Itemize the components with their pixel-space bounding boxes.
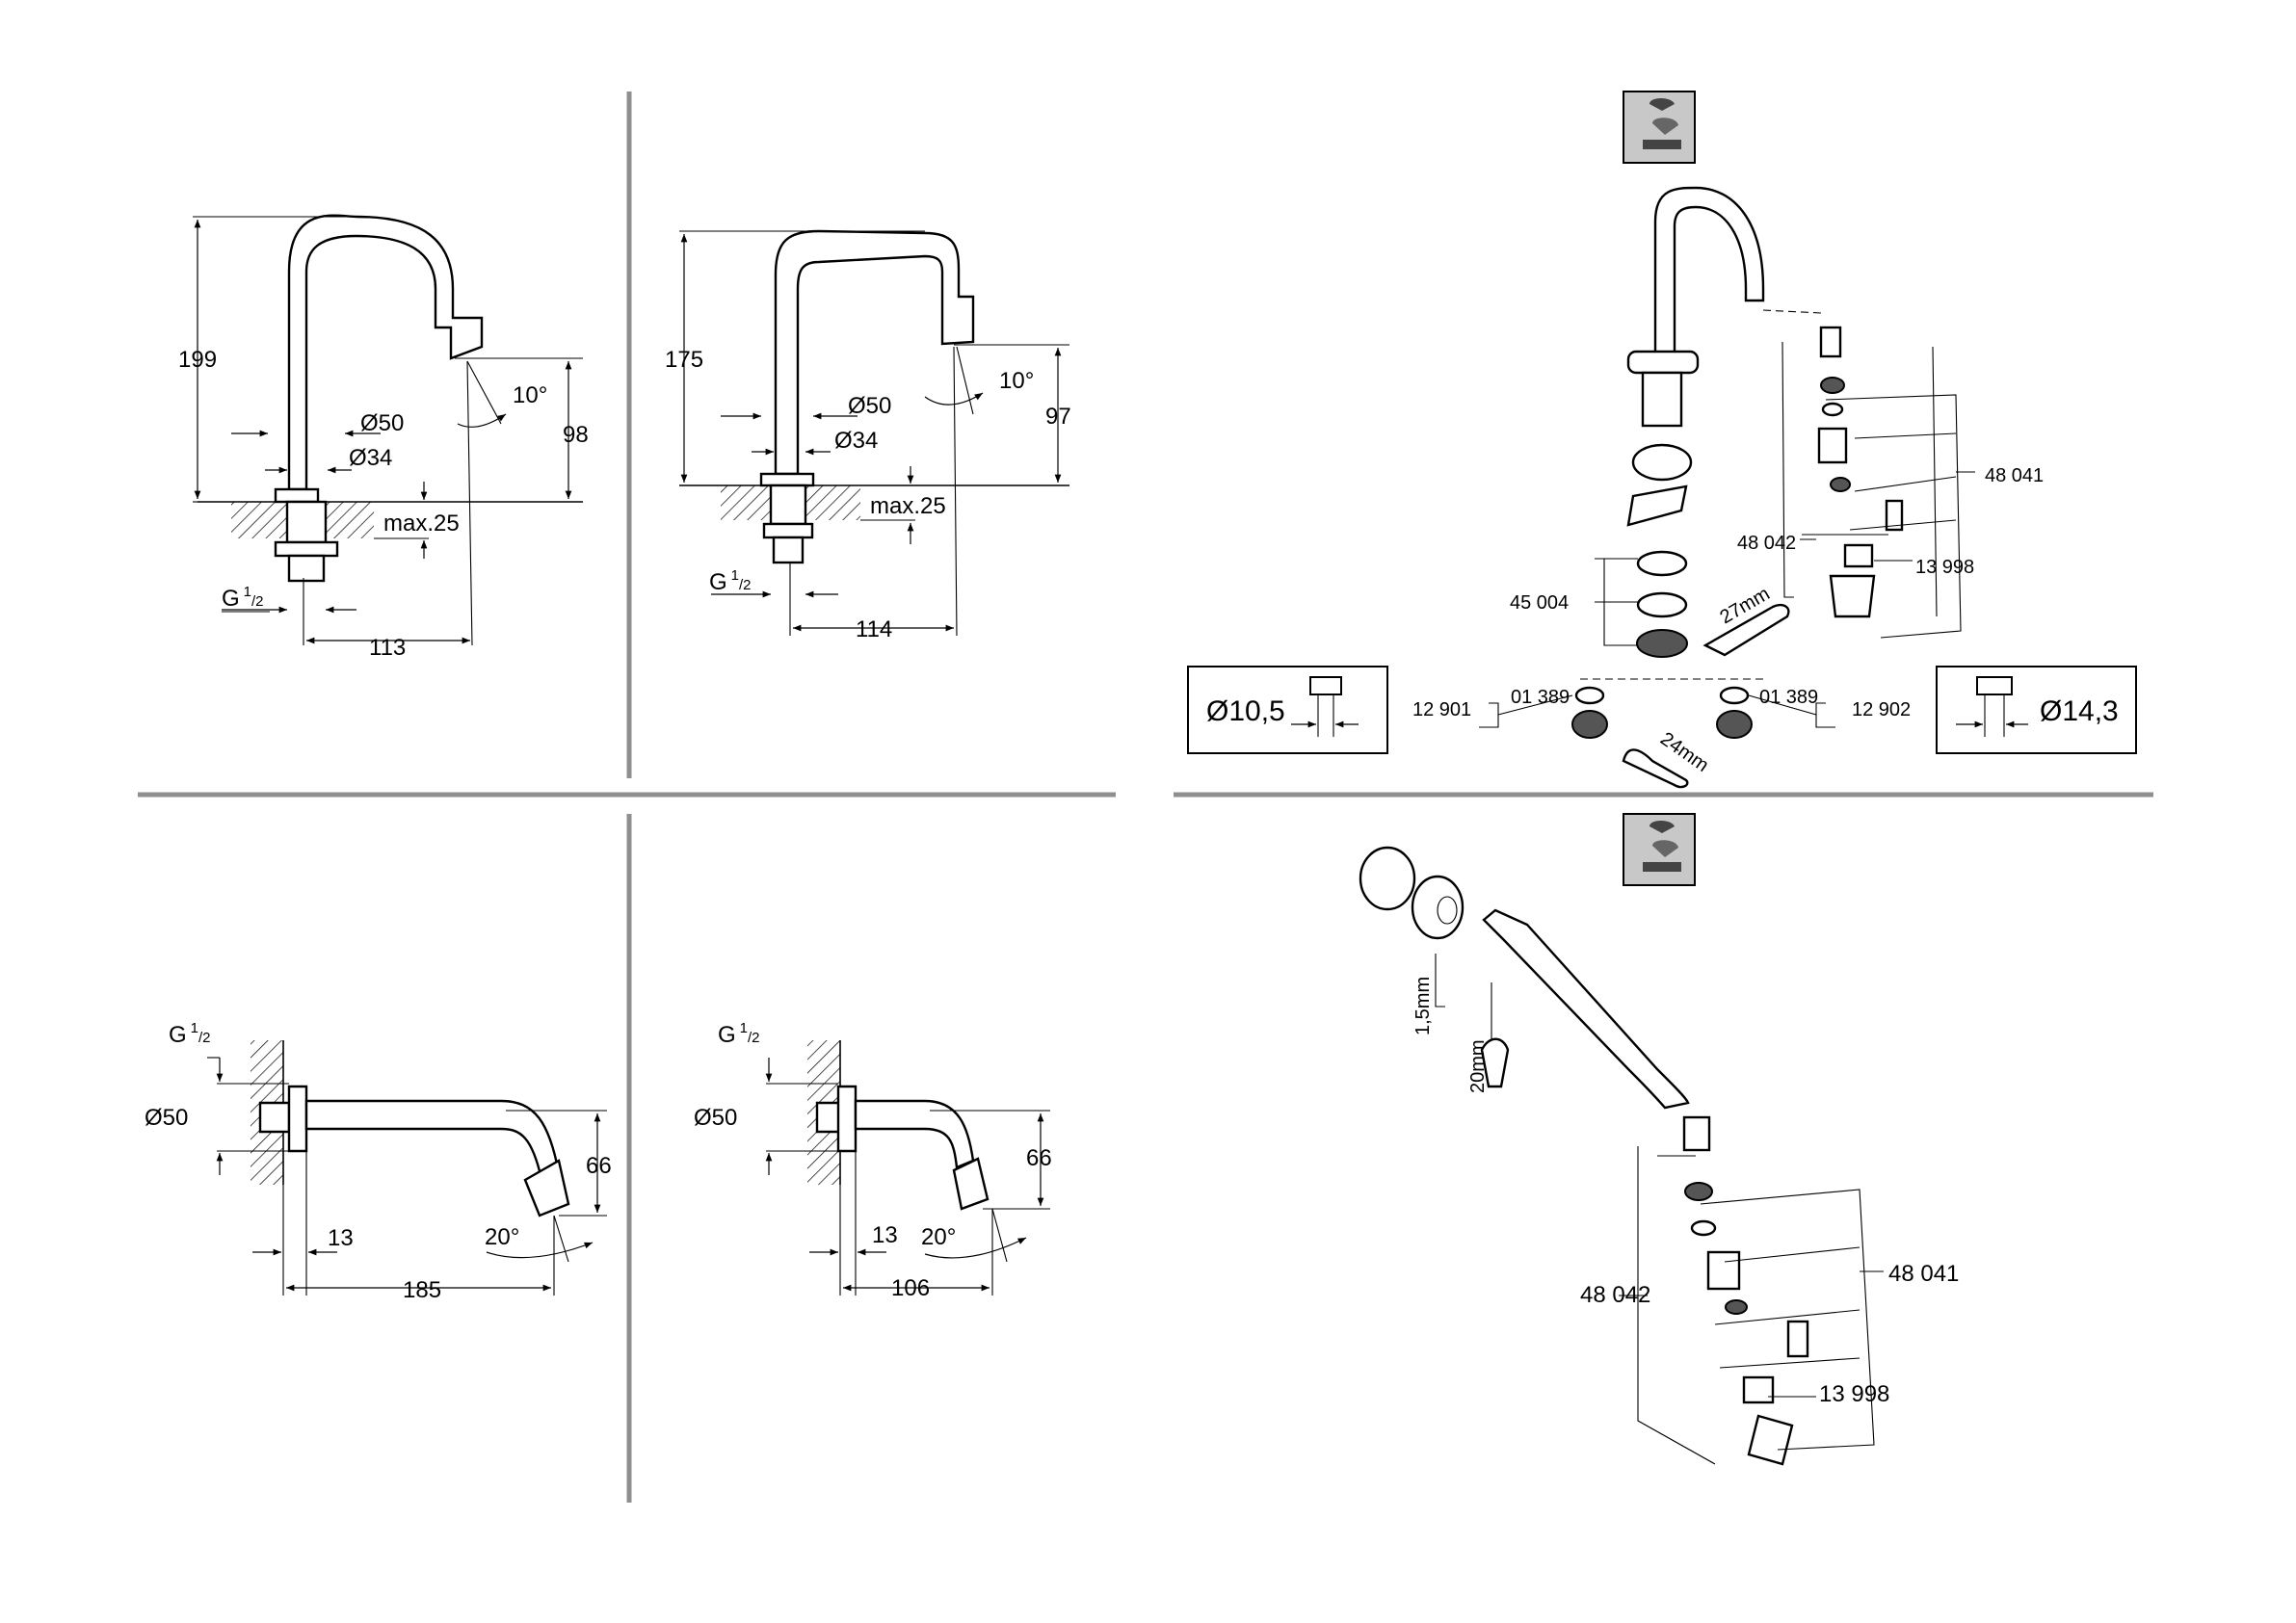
dim-angle: 10°	[513, 382, 547, 408]
panel-spare-parts-wall: 48 041 48 042 13 998 1,5mm 20mm	[1360, 814, 1959, 1464]
label-hole-small: Ø10,5	[1206, 695, 1285, 727]
thread-stub	[774, 537, 803, 563]
dim-d34: Ø34	[834, 428, 878, 454]
cartridge-top	[1684, 1117, 1709, 1150]
aerator	[525, 1161, 568, 1216]
label-01389-left: 01 389	[1511, 687, 1570, 708]
dim-height: 66	[586, 1153, 612, 1179]
fix-nut	[1637, 630, 1687, 657]
label-48041: 48 041	[1985, 465, 2044, 486]
washer	[1638, 552, 1686, 575]
dim-wall: 13	[872, 1222, 898, 1248]
label-13998: 13 998	[1915, 557, 1974, 578]
faucet-service-icon	[1623, 92, 1695, 163]
flange	[276, 489, 318, 502]
fix-nut	[764, 524, 812, 537]
o-ring	[1633, 445, 1691, 480]
label-hole-large: Ø14,3	[2040, 695, 2119, 727]
dim-angle: 10°	[999, 368, 1034, 394]
wall-thread	[260, 1103, 289, 1132]
dim-angle: 20°	[485, 1224, 519, 1250]
dim-reach: 185	[403, 1277, 441, 1303]
dim-max: max.25	[383, 510, 460, 537]
fix-nut	[276, 542, 337, 556]
flange	[761, 474, 813, 485]
panel-spare-parts-deck: 48 041 48 042 13 998 45 004 12 901 12 90…	[1188, 92, 2136, 787]
nut-right	[1717, 711, 1752, 738]
washer-2	[1638, 593, 1686, 616]
seal	[1821, 378, 1844, 393]
label-12901: 12 901	[1412, 699, 1471, 720]
spout-body	[1655, 188, 1763, 358]
insert	[1845, 545, 1872, 566]
label-48042: 48 042	[1580, 1282, 1650, 1308]
label-wrench-20: 20mm	[1467, 1039, 1489, 1093]
label-48042: 48 042	[1737, 533, 1796, 554]
cartridge	[1819, 429, 1846, 462]
dim-d50: Ø50	[360, 410, 404, 436]
dim-max: max.25	[870, 493, 946, 519]
thread-stub	[289, 556, 324, 581]
label-01389-right: 01 389	[1759, 687, 1818, 708]
wall-rosette	[838, 1086, 856, 1151]
dim-reach: 114	[856, 616, 892, 642]
dim-spout-height: 98	[563, 422, 589, 448]
dim-d50: Ø50	[848, 393, 891, 419]
dim-angle: 20°	[921, 1224, 956, 1250]
flange	[1628, 352, 1698, 373]
dim-spout-height: 97	[1045, 404, 1071, 430]
seal-2	[1831, 478, 1850, 491]
label-13998: 13 998	[1819, 1381, 1889, 1407]
faucet-service-icon	[1623, 814, 1695, 885]
o-ring-small	[1823, 404, 1842, 415]
label-48041: 48 041	[1888, 1261, 1959, 1287]
shank-nut	[287, 502, 326, 542]
dim-height: 66	[1026, 1145, 1052, 1171]
shank-nut	[771, 485, 805, 524]
dim-wall: 13	[328, 1225, 354, 1251]
o-ring-small	[1692, 1221, 1715, 1235]
spout-body	[306, 1101, 559, 1179]
dim-height: 175	[665, 347, 703, 373]
washer-right	[1721, 688, 1748, 703]
cartridge-top	[1821, 327, 1840, 356]
seal	[1685, 1183, 1712, 1200]
handle	[1831, 576, 1874, 616]
insert	[1744, 1377, 1773, 1402]
threaded-shank	[1643, 373, 1681, 426]
dim-reach: 113	[369, 635, 406, 661]
wall-rosette	[289, 1086, 306, 1151]
o-ring	[1360, 848, 1414, 909]
nut-left	[1572, 711, 1607, 738]
dim-d50: Ø50	[145, 1105, 188, 1131]
label-12902: 12 902	[1852, 699, 1911, 720]
washer-left	[1576, 688, 1603, 703]
anti-rotation-plate	[1628, 486, 1686, 525]
dim-d34: Ø34	[349, 445, 392, 471]
label-45004: 45 004	[1510, 592, 1569, 614]
label-key: 1,5mm	[1412, 977, 1434, 1035]
dim-d50: Ø50	[694, 1105, 737, 1131]
handle	[1749, 1416, 1792, 1464]
dim-reach: 106	[891, 1275, 930, 1301]
dim-height: 199	[178, 347, 217, 373]
cartridge	[1708, 1252, 1739, 1289]
spindle	[1788, 1322, 1808, 1356]
seal-2	[1726, 1300, 1747, 1314]
spout-body	[1484, 910, 1688, 1108]
